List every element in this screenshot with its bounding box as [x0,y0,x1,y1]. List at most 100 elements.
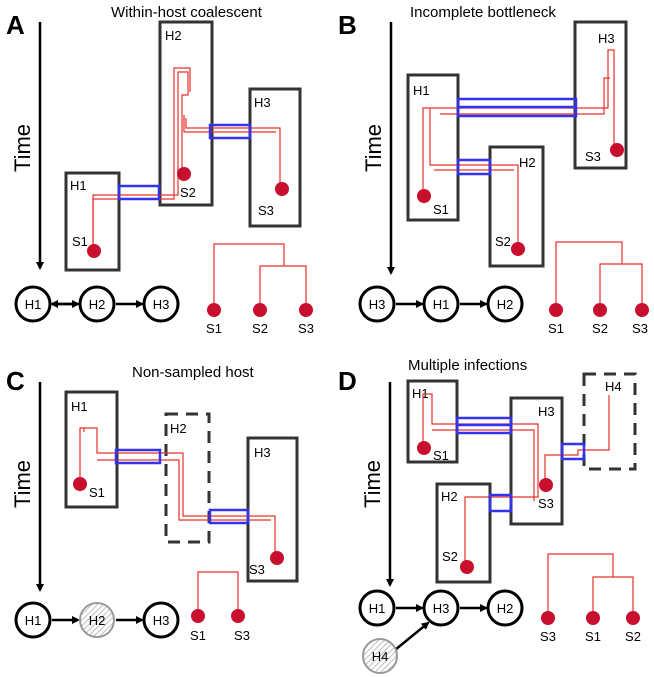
sample-point [417,441,431,455]
host-node [422,589,460,627]
host-label: H3 [254,95,271,110]
sample-label: S1 [89,485,105,500]
tree-tip [231,609,245,623]
panel-letter: A [6,10,25,40]
sample-point [275,182,289,196]
host-label: H2 [519,155,536,170]
lineage [92,71,189,248]
host-box-h1 [406,73,460,222]
sample-label: S3 [538,496,554,511]
sample-point [73,477,87,491]
panel-title: Incomplete bottleneck [410,4,556,21]
host-box-h1 [64,171,121,272]
sample-label: S2 [442,549,458,564]
phylogeny [555,241,643,303]
sample-point [417,189,431,203]
sample-point [610,143,624,157]
sample-label: S3 [258,203,274,218]
host-label: H2 [165,28,182,43]
graph-node-label: H2 [497,297,514,312]
transmission-bar [560,442,586,461]
graph-node-label: H4 [372,649,389,664]
panel-c: C Non-sampled host Time H1 H2 H3 S1 S3 H… [6,364,299,643]
graph-edge [394,621,430,651]
sample-label: S3 [249,562,265,577]
host-node [358,285,396,323]
phylogeny [547,553,634,611]
tree-tip-label: S1 [548,321,564,336]
tree-tip-label: S1 [190,628,206,643]
unsampled-host-node [362,638,398,674]
tree-tip [635,303,649,317]
unsampled-host-node [79,602,115,638]
tree-tip-label: S3 [540,629,556,644]
tree-tip [299,303,313,317]
transmission-bar [114,448,162,465]
graph-node-label: H2 [497,601,514,616]
panel-title: Multiple infections [408,357,527,374]
sample-label: S3 [585,149,601,164]
host-label: H4 [605,379,622,394]
sample-label: S2 [495,234,511,249]
tree-tip-label: S1 [585,629,601,644]
sample-point [511,242,525,256]
phylogeny [197,571,239,610]
lineage [422,393,539,565]
tree-tip [586,611,600,625]
lineage [83,428,271,521]
lineage [440,77,610,115]
host-box-h2 [435,482,492,584]
time-label: Time [361,124,386,172]
tree-tip-label: S3 [632,321,648,336]
host-box-h3 [573,20,628,170]
tree-tip [253,303,267,317]
host-label: H1 [71,399,88,414]
host-node [486,589,524,627]
tree-tip-label: S3 [298,321,314,336]
host-node [142,285,180,323]
panel-title: Non-sampled host [132,364,255,381]
panel-letter: C [6,366,25,396]
sample-label: S1 [433,202,449,217]
host-box-h2 [488,145,545,268]
graph-node-label: H3 [433,601,450,616]
lineage [429,108,519,246]
host-box-h4 [582,372,637,471]
sample-label: S1 [72,234,88,249]
graph-node-label: H1 [369,601,386,616]
tree-tip [593,303,607,317]
time-label: Time [360,460,385,508]
transmission-bar [488,493,513,513]
panel-title: Within-host coalescent [111,4,263,21]
transmission-bar [208,508,250,525]
tree-tip-label: S1 [206,321,222,336]
lineage [79,427,276,556]
host-node [78,285,116,323]
lineage [92,67,191,252]
tree-tip [541,611,555,625]
tree-tip [549,303,563,317]
sample-label: S1 [433,448,449,463]
lineage [432,429,535,501]
lineage [544,395,610,482]
transmission-bar [456,158,492,176]
host-label: H1 [412,386,429,401]
host-label: H3 [254,445,271,460]
lineage [422,49,615,195]
sample-point [460,560,474,574]
panel-b: B Incomplete bottleneck Time H1 H2 H3 S1… [338,4,649,336]
graph-node-label: H1 [433,297,450,312]
sample-point [87,244,101,258]
tree-tip [626,611,640,625]
transmission-bar [117,184,161,201]
tree-tip [207,303,221,317]
panel-d: D Multiple infections Time H1 H2 H3 H4 S… [338,357,641,674]
sample-label: S2 [180,185,196,200]
host-box-h2 [158,20,214,207]
lineage [183,115,276,133]
sample-point [539,478,553,492]
graph-node-label: H2 [89,613,106,628]
lineage [185,118,281,188]
host-box-h3 [248,87,302,228]
